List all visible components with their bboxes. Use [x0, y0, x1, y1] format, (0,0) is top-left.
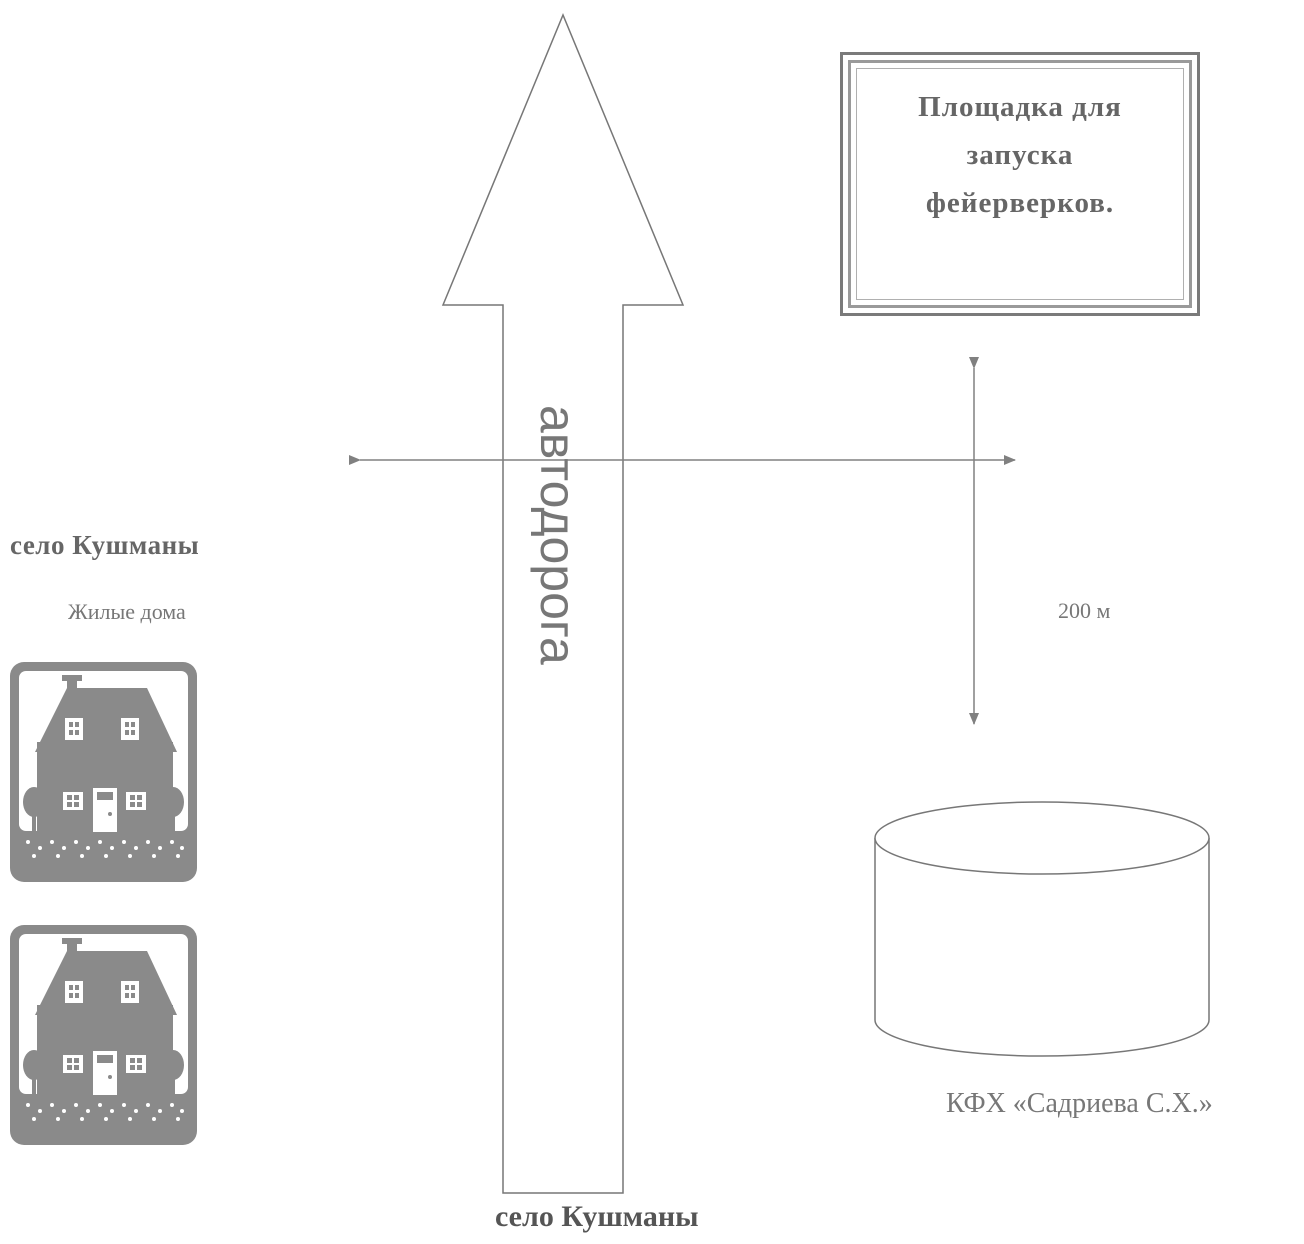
house-icon — [10, 662, 197, 882]
house-icon — [10, 925, 197, 1145]
site-label-line-1: Площадка для — [918, 91, 1122, 123]
farm-cylinder — [874, 801, 1210, 1057]
road-arrow — [441, 13, 685, 1194]
village-label-left: село Кушманы — [10, 530, 200, 560]
site-box-inner-line — [856, 68, 1184, 300]
distance-label: 200 м — [1058, 598, 1111, 623]
farm-label: КФХ «Садриева С.Х.» — [946, 1088, 1213, 1119]
site-label-line-3: фейерверков. — [925, 187, 1115, 219]
site-label-line-2: запуска — [966, 139, 1074, 171]
houses-label: Жилые дома — [68, 599, 186, 624]
site-box-inner-border — [848, 60, 1192, 308]
road-label: автодорога — [530, 405, 586, 665]
fireworks-site-label: Площадка для запуска фейерверков. — [843, 83, 1197, 227]
village-label-bottom: село Кушманы — [495, 1200, 699, 1233]
fireworks-site-box: Площадка для запуска фейерверков. — [840, 52, 1200, 316]
